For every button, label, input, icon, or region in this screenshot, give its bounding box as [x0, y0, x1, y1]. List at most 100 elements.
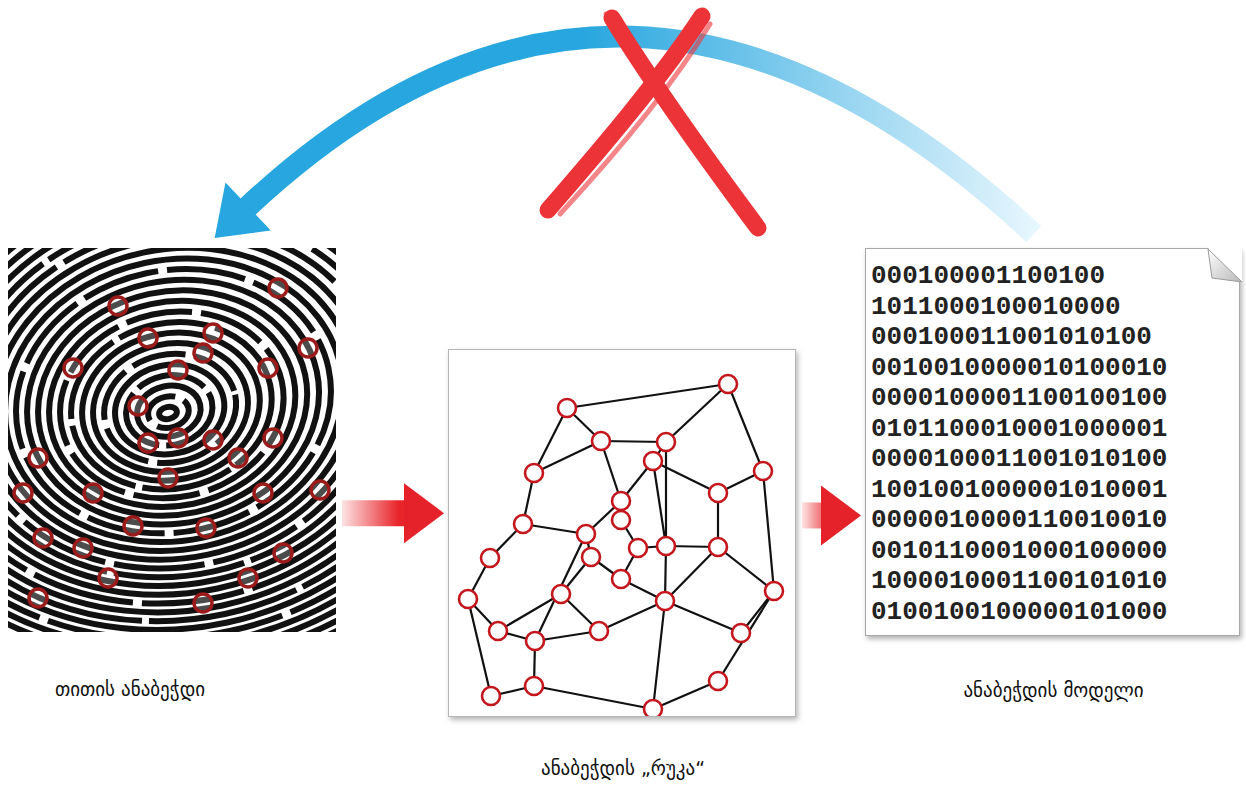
- arrow-head: [215, 182, 271, 238]
- graph-point: [526, 632, 544, 650]
- binary-line: 0000010000110010010: [871, 505, 1233, 536]
- graph-point: [612, 492, 630, 510]
- minutia-circle: [124, 517, 142, 535]
- minutia-circle: [194, 594, 212, 612]
- graph-point: [732, 624, 750, 642]
- ridge-line: [8, 248, 336, 627]
- binary-line: 0101100010001000001: [871, 414, 1233, 445]
- graph-point: [709, 672, 727, 690]
- ridge-line: [107, 355, 233, 465]
- graph-point: [644, 700, 662, 716]
- minutia-circle: [299, 339, 317, 357]
- minutia-circle: [29, 589, 47, 607]
- ridge-line: [8, 248, 336, 632]
- binary-line: 1001001000001010001: [871, 475, 1233, 506]
- fold-cut: [1206, 246, 1242, 282]
- graph-line: [653, 461, 718, 493]
- graph-line: [653, 681, 718, 709]
- fold-flap: [1208, 249, 1242, 282]
- graph-point: [481, 549, 499, 567]
- minutia-circle: [239, 569, 257, 587]
- ridge-line: [8, 248, 336, 632]
- flow-arrow: [802, 485, 861, 545]
- graph-point: [558, 399, 576, 417]
- map-panel: ანაბეჭდის „რუკა“: [448, 349, 796, 717]
- graph-line: [763, 471, 774, 591]
- ridge-line: [8, 248, 336, 616]
- graph-point: [489, 622, 507, 640]
- graph-line: [718, 591, 774, 681]
- minutia-circle: [311, 481, 329, 499]
- minutia-circle: [159, 469, 177, 487]
- binary-line: 0100100100000101000: [871, 597, 1233, 628]
- graph-point: [582, 548, 600, 566]
- ridge-line: [158, 405, 178, 420]
- ridge-line: [8, 248, 336, 632]
- binary-line: 000100001100100: [871, 261, 1233, 292]
- binary-line: 0000100011001010100: [871, 444, 1233, 475]
- image-caption: თითის ანაბეჭდი: [55, 678, 205, 701]
- graph-point: [657, 433, 675, 451]
- graph-line: [665, 547, 718, 601]
- cross-stroke: [560, 24, 710, 214]
- graph-line: [535, 534, 586, 641]
- minutiae-marks: [14, 279, 329, 612]
- binary-line: 000100011001010100: [871, 322, 1233, 353]
- cross-stroke: [548, 16, 702, 210]
- minutia-circle: [34, 529, 52, 547]
- fingerprint-map-graph: [449, 350, 795, 716]
- graph-line: [665, 601, 741, 633]
- graph-point: [656, 592, 674, 610]
- graph-point: [525, 464, 543, 482]
- graph-line: [728, 384, 763, 471]
- minutia-circle: [139, 434, 157, 452]
- image-caption: ანაბეჭდის მოდელი: [963, 679, 1143, 702]
- image-caption: ანაბეჭდის „რუკა“: [541, 757, 705, 780]
- minutia-circle: [269, 279, 287, 297]
- binary-line: 0010010000010100010: [871, 353, 1233, 384]
- minutia-circle: [129, 397, 147, 415]
- ridge-line: [8, 248, 336, 632]
- ridge-line: [145, 393, 192, 432]
- graph-line: [666, 384, 728, 442]
- minutia-circle: [204, 324, 222, 342]
- minutia-circle: [194, 344, 212, 362]
- graph-point: [709, 484, 727, 502]
- graph-point: [514, 515, 532, 533]
- graph-point: [754, 462, 772, 480]
- ridge-line: [8, 248, 336, 632]
- graph-point: [482, 687, 500, 705]
- graph-line: [718, 547, 774, 591]
- arrow-head: [821, 485, 861, 545]
- graph-points: [459, 375, 783, 716]
- graph-point: [459, 590, 477, 608]
- minutia-circle: [109, 297, 127, 315]
- graph-line: [665, 442, 667, 546]
- graph-lines: [468, 384, 774, 709]
- minutia-circle: [74, 539, 92, 557]
- fingerprint-image: [8, 248, 336, 632]
- ridge-line: [30, 278, 315, 529]
- minutia-circle: [169, 429, 187, 447]
- graph-point: [577, 525, 595, 543]
- ridge-line: [8, 248, 336, 632]
- graph-line: [498, 594, 561, 631]
- minutia-circle: [64, 359, 82, 377]
- minutia-circle: [14, 484, 32, 502]
- ridge-line: [8, 248, 336, 632]
- flow-arrow: [342, 483, 444, 543]
- graph-point: [644, 452, 662, 470]
- graph-line: [534, 686, 653, 709]
- graph-line: [534, 441, 601, 473]
- model-document: 0001000011001001011000100010000000100011…: [865, 248, 1240, 636]
- graph-point: [552, 585, 570, 603]
- ridge-line: [8, 248, 336, 632]
- fingerprint-ridges: [8, 248, 336, 632]
- graph-point: [709, 538, 727, 556]
- graph-line: [468, 599, 491, 696]
- minutia-circle: [264, 429, 282, 447]
- graph-point: [612, 511, 630, 529]
- arrow-shaft: [342, 500, 408, 526]
- graph-line: [653, 461, 666, 546]
